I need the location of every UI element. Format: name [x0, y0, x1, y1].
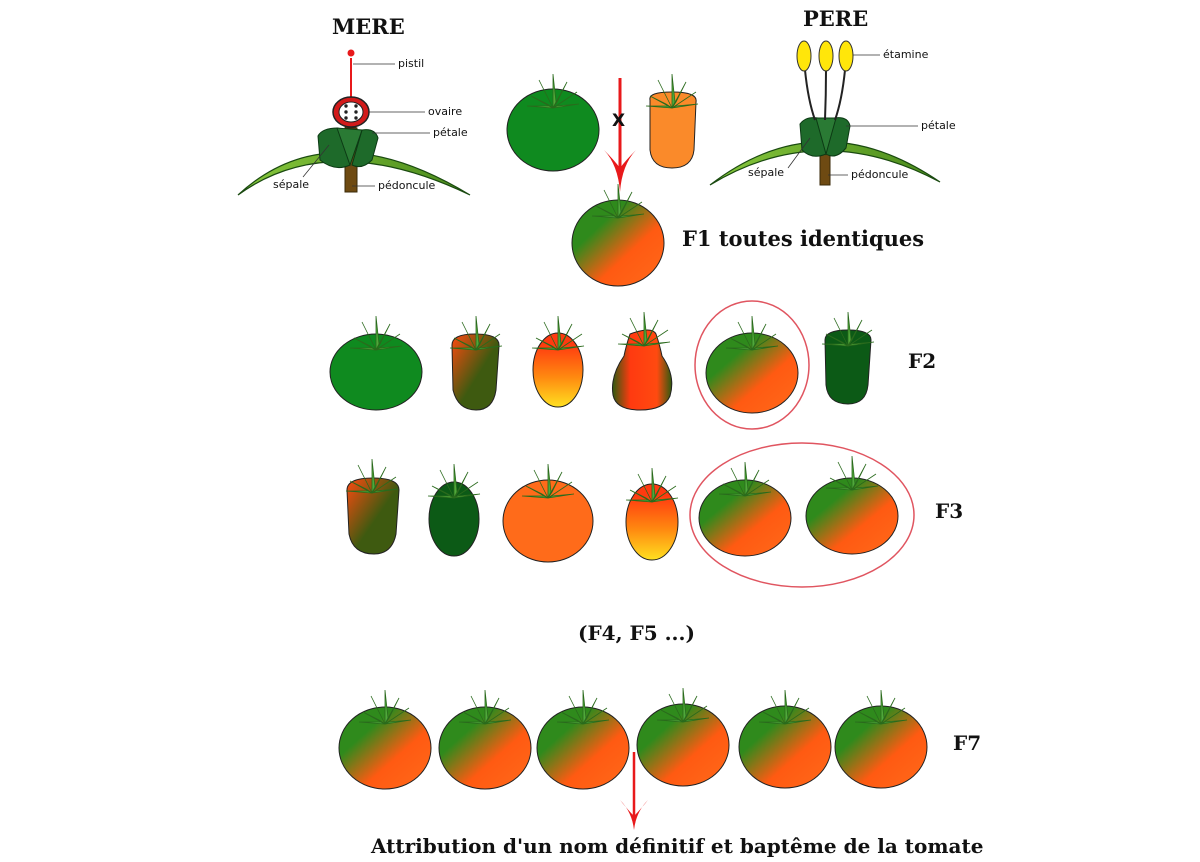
- father-label-petal: pétale: [921, 119, 956, 132]
- mother-title: MERE: [332, 14, 405, 39]
- f3-darkgreen-oval: [427, 463, 481, 557]
- f2-green-round: [329, 315, 423, 411]
- mother-flower: [237, 49, 471, 196]
- f3-redgreen-oval: [345, 458, 400, 555]
- f2-darkgreen-oval: [821, 311, 875, 405]
- mother-label-ovary: ovaire: [428, 105, 463, 118]
- f2-label: F2: [908, 349, 937, 373]
- f7-row: [338, 687, 928, 790]
- mother-label-pistil: pistil: [398, 57, 425, 70]
- f3-row: [345, 442, 915, 588]
- father-label-peduncle: pédoncule: [851, 168, 909, 181]
- cross-arrow: [604, 78, 636, 192]
- intermediate-generations-label: (F4, F5 ...): [578, 621, 695, 645]
- f2-mixed-selected: [694, 300, 810, 430]
- f1-label: F1 toutes identiques: [682, 226, 925, 251]
- conclusion-text: Attribution d'un nom définitif et baptêm…: [371, 834, 984, 858]
- f1-tomato: [571, 183, 665, 287]
- mother-label-petal: pétale: [433, 126, 468, 139]
- f7-label: F7: [953, 731, 982, 755]
- f3-redyellow-oval: [625, 467, 679, 561]
- final-arrow: [620, 752, 648, 830]
- father-label-sepal: sépale: [748, 166, 785, 179]
- f2-redgreen-oval: [449, 315, 503, 411]
- f2-redyellow-oval: [531, 315, 585, 408]
- parent-green-tomato: [506, 73, 600, 172]
- f3-mixed-selected-pair: [689, 442, 915, 588]
- cross-symbol: X: [612, 111, 626, 131]
- father-flower: [709, 40, 941, 186]
- parent-orange-tomato: [645, 73, 699, 169]
- f2-row: [329, 300, 875, 430]
- mother-label-sepal: sépale: [273, 178, 310, 191]
- f3-label: F3: [935, 499, 964, 523]
- mother-label-peduncle: pédoncule: [378, 179, 436, 192]
- father-title: PERE: [803, 6, 869, 31]
- father-label-stamen: étamine: [883, 48, 929, 61]
- f2-pear: [612, 311, 673, 411]
- f3-orange-round: [502, 463, 594, 563]
